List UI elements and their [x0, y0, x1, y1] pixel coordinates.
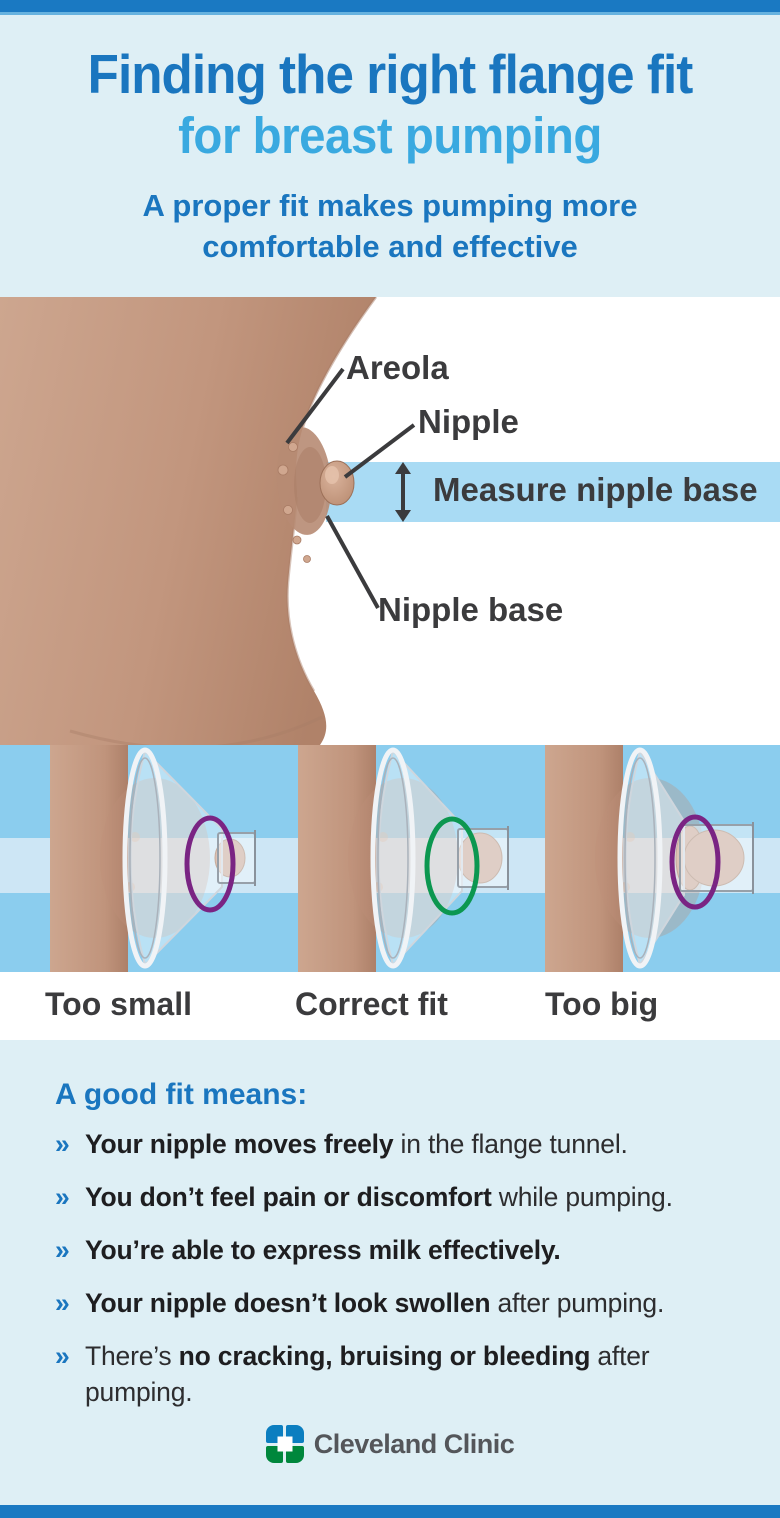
footer: Cleveland Clinic — [0, 1425, 780, 1463]
fit-checklist: » Your nipple moves freely in the flange … — [55, 1126, 715, 1427]
measure-arrow — [395, 462, 411, 522]
flange-label-band: Too small Correct fit Too big — [0, 972, 780, 1040]
cleveland-clinic-logo-icon — [265, 1425, 304, 1463]
flange-comparison-section — [0, 745, 780, 972]
breast-diagram — [0, 297, 780, 745]
bullet-marker: » — [55, 1288, 70, 1318]
breast-shape — [0, 297, 376, 745]
areola-label: Areola — [346, 349, 449, 386]
bullet-text: You’re able to express milk effectively. — [85, 1235, 561, 1265]
bullet-marker: » — [55, 1235, 70, 1265]
bullet-marker: » — [55, 1129, 70, 1159]
fit-ring — [424, 816, 480, 916]
bullet-text: You don’t feel pain or discomfort while … — [85, 1182, 673, 1212]
flange-panel-big — [545, 745, 754, 972]
fit-checklist-section: A good fit means: » Your nipple moves fre… — [0, 1040, 780, 1505]
bullet-text: Your nipple moves freely in the flange t… — [85, 1129, 628, 1159]
flange-comparison-illustration — [0, 745, 780, 972]
bullet-marker: » — [55, 1341, 70, 1371]
bottom-accent-bar — [0, 1505, 780, 1518]
bullet-item: » Your nipple doesn’t look swollen after … — [55, 1285, 715, 1321]
bullet-item: » You don’t feel pain or discomfort while… — [55, 1179, 715, 1215]
flange-panel-correct — [298, 745, 509, 972]
nipple-label: Nipple — [418, 403, 519, 440]
anatomy-section: Areola Nipple Measure nipple base Nipple… — [0, 297, 780, 745]
flange-panel-small — [50, 745, 256, 972]
top-accent-stripe — [0, 12, 780, 15]
bullet-marker: » — [55, 1182, 70, 1212]
measure-nipple-base-label: Measure nipple base — [433, 471, 758, 508]
page-tagline: A proper fit makes pumping more comforta… — [142, 188, 638, 264]
top-accent-bar — [0, 0, 780, 12]
fit-ring — [184, 815, 236, 913]
cleveland-clinic-logo-text: Cleveland Clinic — [313, 1428, 515, 1459]
nipple-base-label: Nipple base — [378, 591, 564, 628]
nipple-base-pointer-line — [325, 515, 380, 609]
panel-label-too-big: Too big — [545, 986, 659, 1022]
bullet-item: » There’s no cracking, bruising or bleedi… — [55, 1338, 715, 1410]
panel-label-too-small: Too small — [45, 986, 192, 1022]
logo-center-square — [277, 1436, 293, 1452]
page-title: Finding the right flange fit — [87, 43, 694, 105]
page-subtitle: for breast pumping — [178, 107, 602, 164]
bullet-text: Your nipple doesn’t look swollen after p… — [85, 1288, 665, 1318]
bullet-text: There’s no cracking, bruising or bleedin… — [85, 1341, 650, 1407]
bullet-item: » Your nipple moves freely in the flange … — [55, 1126, 715, 1162]
fit-ring — [669, 814, 721, 910]
panel-label-correct-fit: Correct fit — [295, 986, 448, 1022]
fit-checklist-heading: A good fit means: — [55, 1078, 308, 1111]
header: Finding the right flange fit for breast … — [0, 15, 780, 297]
areola-pointer-line — [285, 367, 345, 445]
nipple-pointer-line — [343, 423, 416, 479]
bullet-item: » You’re able to express milk effectively… — [55, 1232, 715, 1268]
nipple-shape — [319, 460, 355, 506]
